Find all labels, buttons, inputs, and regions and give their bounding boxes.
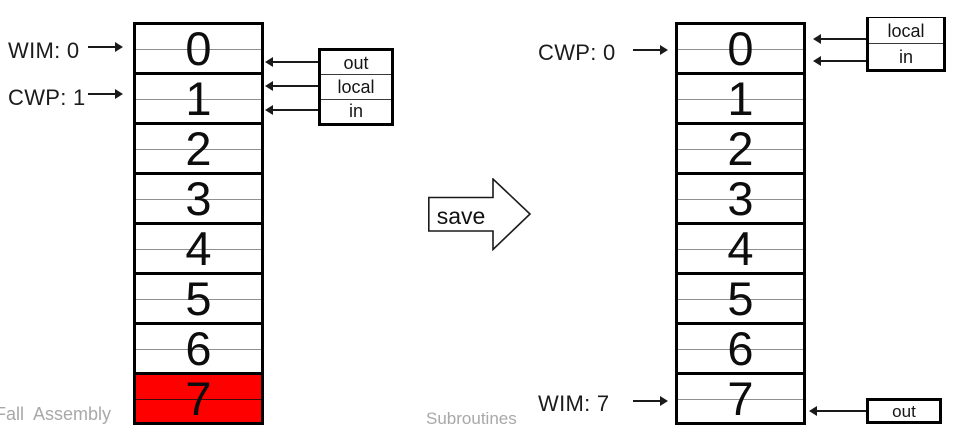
footer-topic-text: Subroutines xyxy=(426,409,517,428)
cell-number: 4 xyxy=(727,222,754,275)
cell-number: 6 xyxy=(727,322,754,375)
register-set-row-local: local xyxy=(321,74,391,98)
register-window-cell: 6 xyxy=(678,322,803,372)
cell-number: 7 xyxy=(185,372,212,425)
register-window-cell: 7 xyxy=(678,372,803,422)
cell-number: 1 xyxy=(185,72,212,125)
register-set-row-local: local xyxy=(887,20,925,41)
wim-label-right: WIM: 7 xyxy=(538,391,610,416)
cell-number: 7 xyxy=(727,372,754,425)
cell-number: 5 xyxy=(727,272,754,325)
cwp-arrow-right-icon xyxy=(88,89,123,98)
register-window-cell: 4 xyxy=(136,222,261,272)
register-set-row-out: out xyxy=(343,52,369,73)
cell-number: 0 xyxy=(727,22,754,75)
register-set-row-in: in xyxy=(869,43,943,69)
footer-course-text: Fall Assembly xyxy=(0,404,112,424)
wim-label-left: WIM: 0 xyxy=(8,38,80,63)
cell-number: 3 xyxy=(185,172,212,225)
cell-number: 3 xyxy=(727,172,754,225)
register-window-stack-before: 0 1 2 3 4 5 6 7 xyxy=(133,22,264,425)
cwp-arrow-right-icon xyxy=(633,45,668,54)
register-set-row-out: out xyxy=(892,401,916,421)
register-window-cell: 0 xyxy=(678,25,803,72)
cell-number: 0 xyxy=(185,22,212,75)
register-window-cell: 6 xyxy=(136,322,261,372)
register-window-cell-invalid: 7 xyxy=(136,372,261,422)
register-window-stack-after: 0 1 2 3 4 5 6 7 xyxy=(675,22,806,425)
cell-number: 2 xyxy=(727,122,754,175)
cell-number: 1 xyxy=(727,72,754,125)
local-arrow-left-icon xyxy=(265,81,318,90)
out-arrow-left-icon xyxy=(809,406,866,415)
in-arrow-left-icon xyxy=(813,56,866,65)
register-set-row-in: in xyxy=(321,98,391,123)
save-block-arrow-icon xyxy=(428,178,532,251)
register-set-box-before: out local in xyxy=(318,48,394,126)
cell-number: 6 xyxy=(185,322,212,375)
wim-arrow-right-icon xyxy=(633,396,668,405)
register-window-cell: 4 xyxy=(678,222,803,272)
local-arrow-left-icon xyxy=(813,34,866,43)
out-arrow-left-icon xyxy=(265,57,318,66)
register-window-cell: 1 xyxy=(136,72,261,122)
register-window-cell: 3 xyxy=(678,172,803,222)
cwp-label-right: CWP: 0 xyxy=(538,40,616,65)
register-window-cell: 5 xyxy=(678,272,803,322)
register-window-cell: 3 xyxy=(136,172,261,222)
in-arrow-left-icon xyxy=(265,105,318,114)
cell-number: 5 xyxy=(185,272,212,325)
save-label: save xyxy=(436,202,486,229)
register-set-box-bottom-after: out xyxy=(866,398,942,424)
register-window-cell: 2 xyxy=(136,122,261,172)
register-window-cell: 0 xyxy=(136,25,261,72)
cell-number: 4 xyxy=(185,222,212,275)
cell-number: 2 xyxy=(185,122,212,175)
register-set-box-top-after: local in xyxy=(866,17,946,72)
cwp-label-left: CWP: 1 xyxy=(8,85,86,110)
register-window-cell: 1 xyxy=(678,72,803,122)
register-window-cell: 5 xyxy=(136,272,261,322)
wim-arrow-right-icon xyxy=(88,42,123,51)
register-window-cell: 2 xyxy=(678,122,803,172)
